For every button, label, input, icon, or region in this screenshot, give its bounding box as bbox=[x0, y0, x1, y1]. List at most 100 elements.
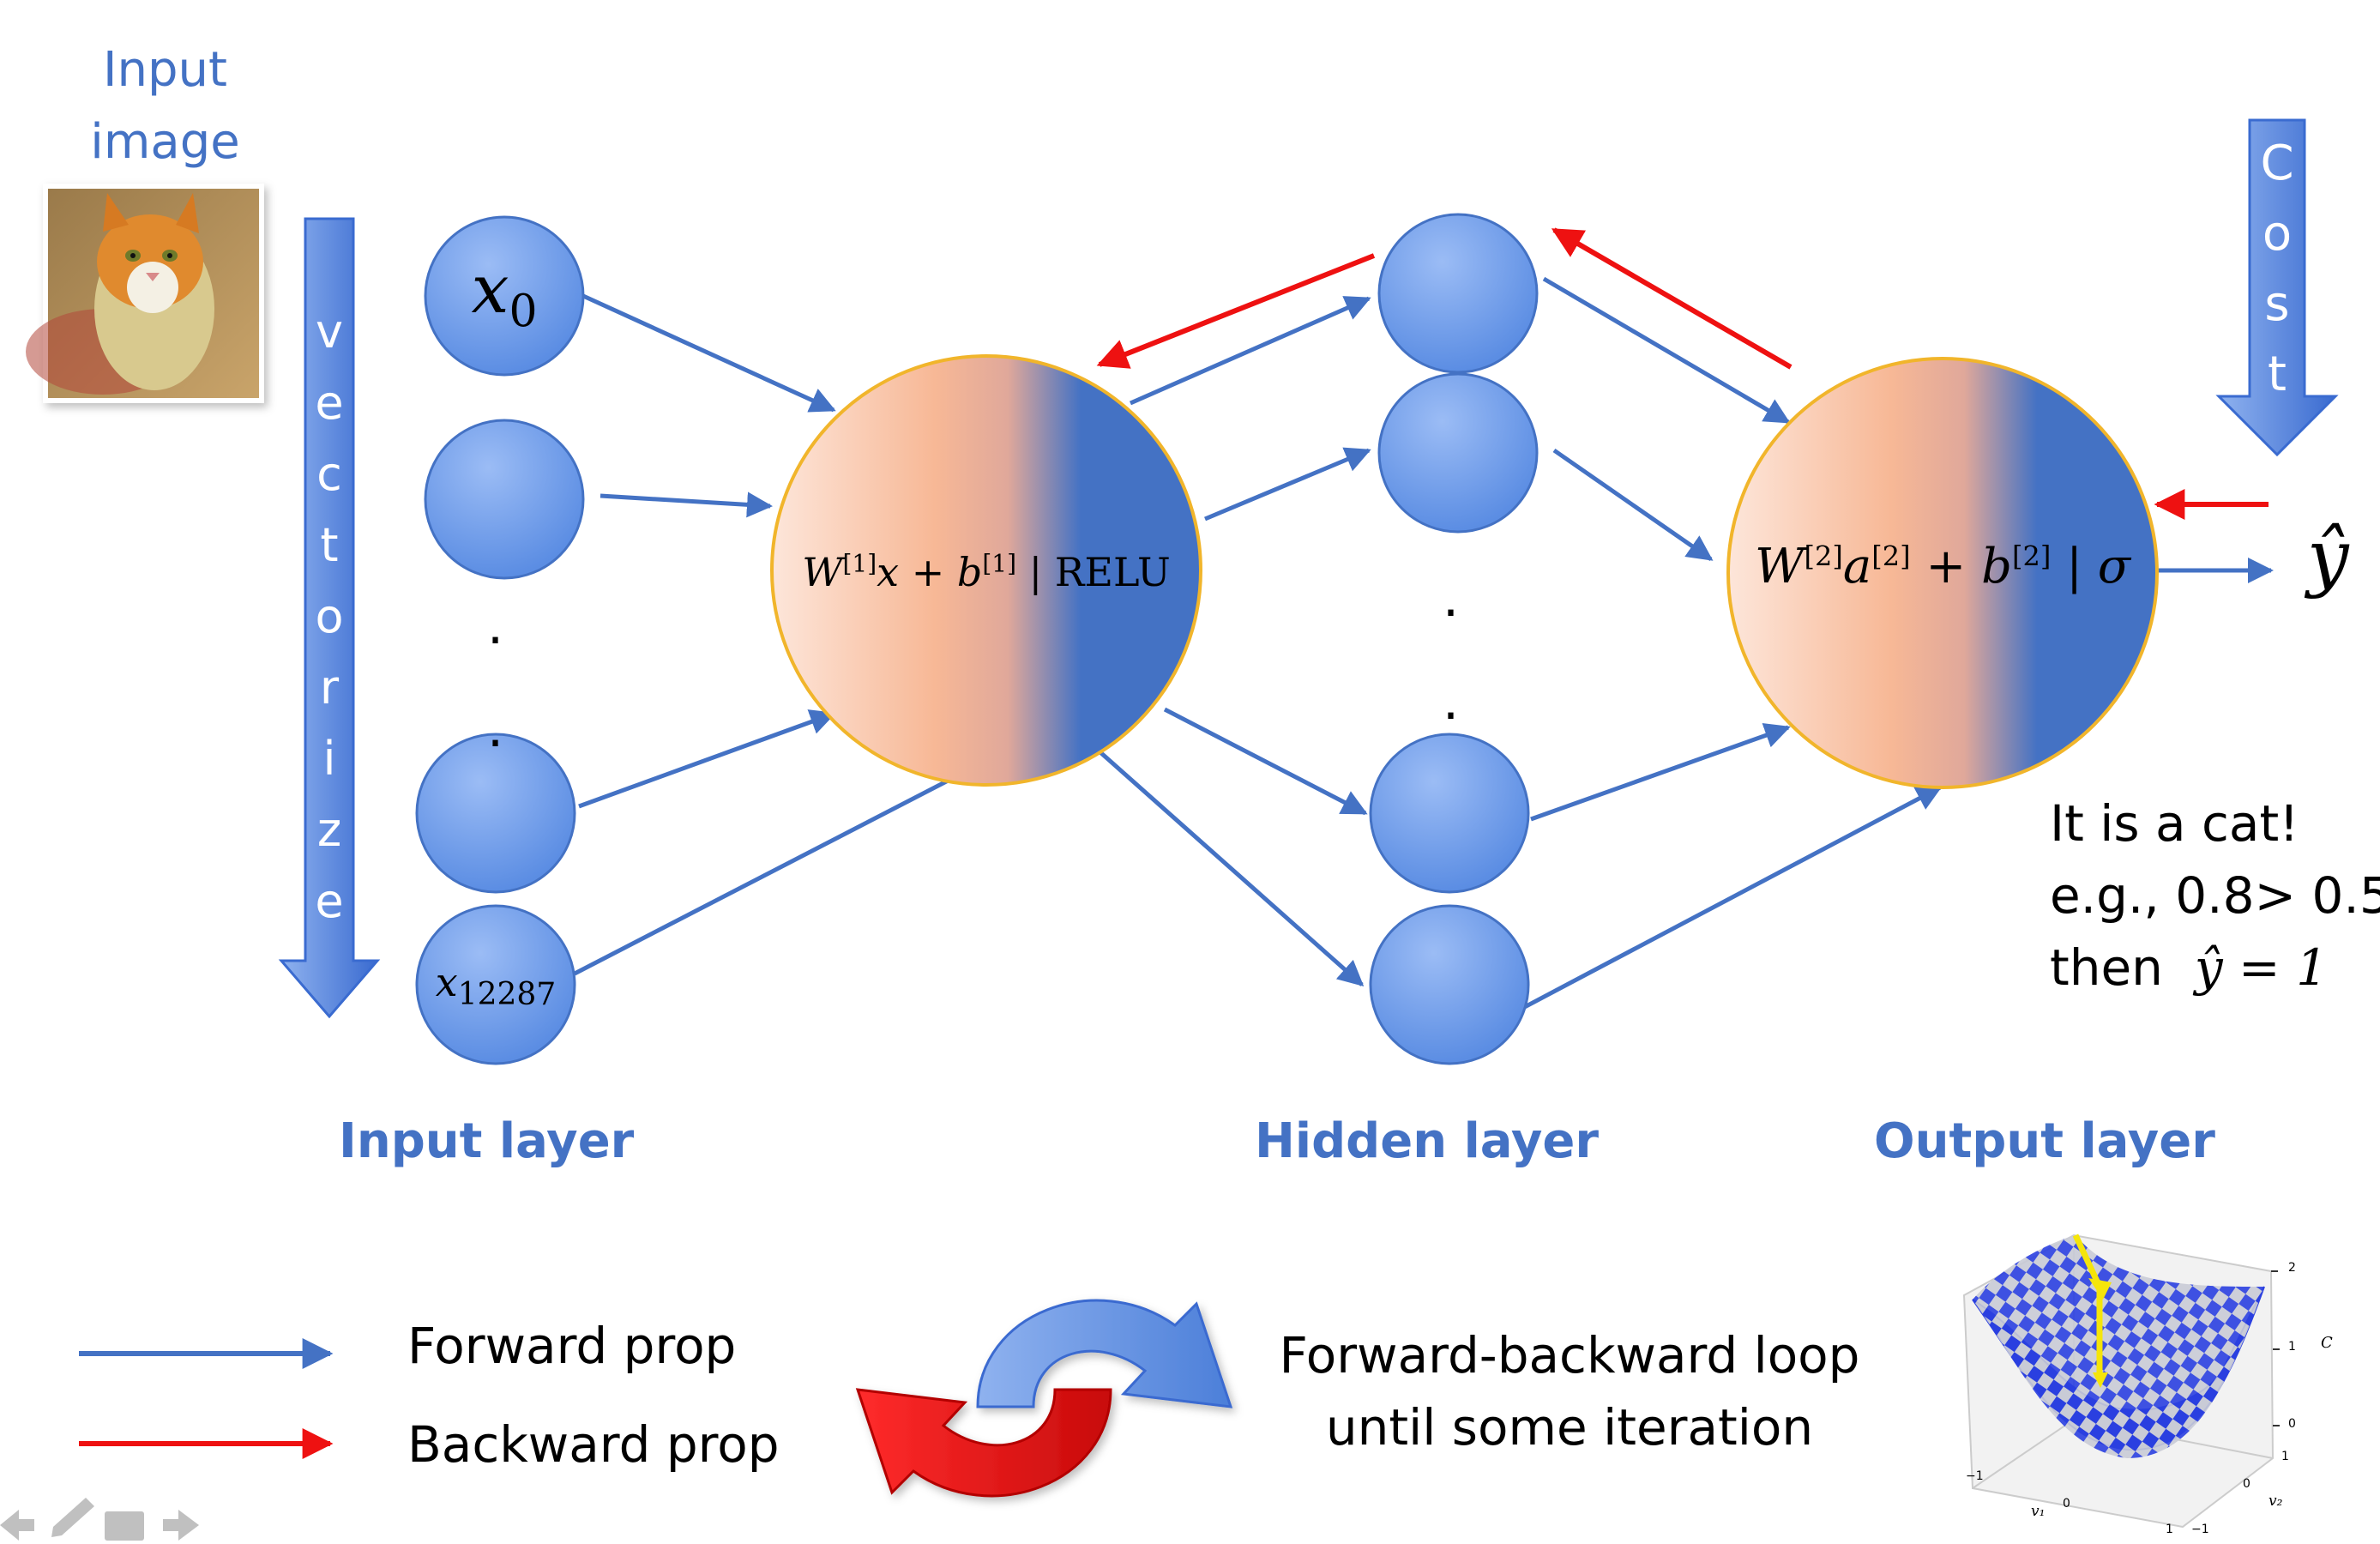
vectorize-letter: t bbox=[320, 518, 339, 572]
formula-plus-b2: + b bbox=[1910, 539, 2012, 594]
formula-x-plus-b: x + b bbox=[877, 549, 983, 595]
input-dots: .. bbox=[487, 596, 504, 759]
cost-letter: o bbox=[2262, 206, 2293, 262]
surface-y-tick-2: 1 bbox=[2281, 1450, 2289, 1463]
edge-h1-to-output bbox=[1542, 276, 1791, 425]
formula-b2-sup: [2] bbox=[2011, 540, 2052, 573]
back-edge-h1-to-hidden bbox=[1096, 253, 1376, 369]
input-layer-nodes bbox=[415, 215, 585, 1065]
surface-y-tick-0: −1 bbox=[2191, 1523, 2209, 1536]
backward-connections bbox=[1096, 227, 2269, 520]
surface-z-tick-bot: 0 bbox=[2288, 1417, 2296, 1431]
prediction-text: It is a cat! e.g., 0.8> 0.5 then ŷ = 1 bbox=[2050, 787, 2380, 1004]
x0-symbol: x bbox=[471, 251, 509, 329]
hidden-node-2 bbox=[1377, 372, 1539, 534]
edge-h4-to-output bbox=[1516, 785, 1943, 1013]
back-edge-output-to-h1 bbox=[1551, 227, 1793, 370]
cat-input-image bbox=[26, 184, 264, 403]
prediction-line1: It is a cat! bbox=[2050, 794, 2299, 853]
forward-connections bbox=[573, 276, 2274, 1013]
hidden-layer-label: Hidden layer bbox=[1255, 1113, 1599, 1169]
cost-letter: s bbox=[2264, 276, 2290, 332]
loop-line1: Forward-backward loop bbox=[1279, 1326, 1860, 1384]
nav-notes-icon[interactable] bbox=[105, 1511, 144, 1541]
hidden-node-3 bbox=[1369, 733, 1530, 894]
x0-subscript: 0 bbox=[509, 286, 538, 338]
surface-x-tick-0: −1 bbox=[1966, 1469, 1984, 1483]
hidden-node-1 bbox=[1377, 213, 1539, 374]
formula-a-sup: [2] bbox=[1871, 540, 1911, 573]
input-node-x0-label: x0 bbox=[425, 247, 583, 355]
input-layer-label: Input layer bbox=[339, 1113, 635, 1169]
vectorize-letter: c bbox=[316, 447, 342, 501]
xlast-symbol: x bbox=[435, 959, 458, 1005]
prediction-line3: then ŷ = 1 bbox=[2050, 932, 2380, 1004]
input-node-x0 bbox=[424, 215, 585, 377]
legend-backward-label: Backward prop bbox=[407, 1415, 780, 1474]
output-unit-formula: W[2]a[2] + b[2] | σ bbox=[1741, 539, 2144, 594]
vectorize-letter: r bbox=[319, 660, 340, 715]
nav-pen-icon[interactable] bbox=[51, 1498, 94, 1537]
formula-relu: | RELU bbox=[1016, 549, 1171, 595]
formula-w1: W bbox=[802, 549, 843, 595]
prediction-line2: e.g., 0.8> 0.5 bbox=[2050, 866, 2380, 925]
prediction-yhat-eq: ŷ = 1 bbox=[2194, 938, 2328, 997]
vectorize-letter: o bbox=[315, 589, 344, 643]
cost-arrow bbox=[2215, 118, 2339, 457]
output-unit-circle bbox=[1726, 357, 2159, 789]
loop-line2: until some iteration bbox=[1325, 1398, 1814, 1457]
yhat-output: ŷ bbox=[2307, 515, 2349, 600]
edge-x0-to-hidden bbox=[581, 293, 836, 413]
vectorize-arrow bbox=[278, 217, 381, 1019]
surface-y-label: v₂ bbox=[2269, 1493, 2283, 1510]
formula-w2: W bbox=[1754, 539, 1805, 594]
formula-w1-sup: [1] bbox=[842, 549, 877, 578]
edge-h2-to-output bbox=[1552, 448, 1714, 562]
formula-a: a bbox=[1842, 539, 1872, 594]
output-layer-label: Output layer bbox=[1874, 1113, 2215, 1169]
vectorize-letter: z bbox=[316, 803, 342, 857]
nav-forward-icon[interactable] bbox=[163, 1510, 199, 1541]
edge-hidden-to-h3 bbox=[1163, 707, 1368, 816]
input-image-caption-line1: Input bbox=[102, 42, 227, 98]
slide-nav-controls bbox=[0, 1498, 199, 1541]
vectorize-letter: e bbox=[315, 376, 344, 430]
prediction-then: then bbox=[2050, 938, 2163, 997]
edge-hidden-to-h2 bbox=[1204, 447, 1371, 522]
input-image-caption: Input image bbox=[51, 34, 279, 178]
legend-forward-label: Forward prop bbox=[407, 1317, 737, 1375]
hidden-unit-formula: W[1]x + b[1] | RELU bbox=[798, 549, 1175, 595]
formula-sigma: | σ bbox=[2051, 539, 2130, 594]
surface-x-tick-2: 1 bbox=[2166, 1523, 2173, 1536]
forward-backward-loop-icon bbox=[855, 1299, 1233, 1498]
vectorize-letter: e bbox=[315, 874, 344, 928]
input-node-xlast-label: x12287 bbox=[417, 952, 575, 1025]
surface-x-label: v₁ bbox=[2031, 1503, 2046, 1520]
nav-back-icon[interactable] bbox=[0, 1510, 34, 1541]
surface-z-tick-top: 2 bbox=[2288, 1261, 2296, 1275]
loop-description: Forward-backward loop until some iterati… bbox=[1269, 1319, 1870, 1463]
edge-xn1-to-hidden bbox=[578, 709, 836, 809]
hidden-unit-circle bbox=[770, 354, 1202, 787]
edge-x1-to-hidden bbox=[600, 492, 773, 518]
surface-x-tick-1: 0 bbox=[2063, 1497, 2070, 1511]
input-node-2 bbox=[424, 419, 585, 580]
hidden-node-4 bbox=[1369, 904, 1530, 1065]
cost-letter: t bbox=[2268, 347, 2287, 402]
edge-xlast-to-hidden bbox=[573, 759, 987, 976]
edge-hidden-to-h1 bbox=[1129, 296, 1371, 406]
surface-z-label: C bbox=[2321, 1334, 2333, 1352]
surface-y-tick-1: 0 bbox=[2243, 1477, 2250, 1491]
surface-z-tick-mid: 1 bbox=[2288, 1340, 2296, 1354]
edge-h3-to-output bbox=[1530, 722, 1791, 822]
edge-hidden-to-h4 bbox=[1092, 745, 1365, 986]
hidden-dots: .. bbox=[1443, 569, 1460, 732]
hidden-layer-nodes bbox=[1369, 213, 1539, 1065]
formula-w2-sup: [2] bbox=[1804, 540, 1843, 573]
input-node-n1 bbox=[415, 733, 576, 894]
xlast-subscript: 12287 bbox=[457, 977, 557, 1013]
input-node-xlast bbox=[415, 904, 576, 1065]
vectorize-letter: i bbox=[322, 732, 336, 786]
